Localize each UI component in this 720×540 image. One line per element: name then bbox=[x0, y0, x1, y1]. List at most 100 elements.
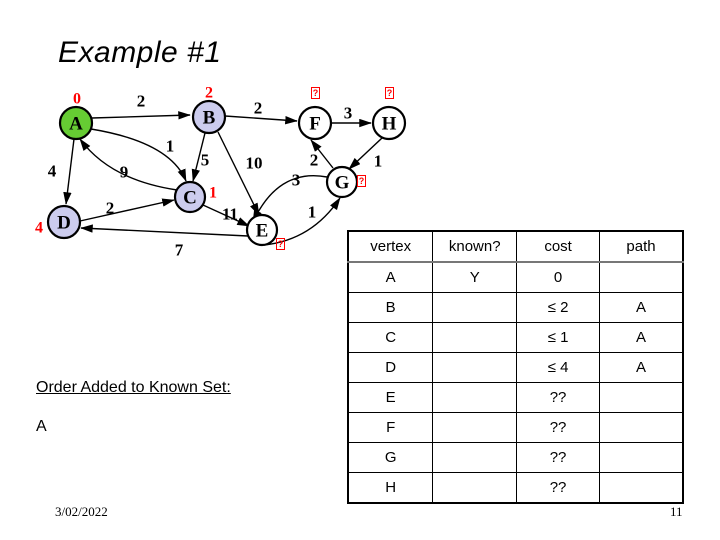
cell-vertex: C bbox=[347, 322, 434, 353]
footer-date: 3/02/2022 bbox=[55, 504, 108, 519]
edge-weight-D-C: 2 bbox=[106, 199, 115, 218]
cell-cost[interactable]: ≤ 1 bbox=[516, 322, 601, 353]
edge-C-E bbox=[202, 204, 250, 227]
table-row: C ≤ 1 A bbox=[347, 322, 684, 353]
node-E-label: E bbox=[256, 221, 269, 242]
dijkstra-table: vertex known? cost path A Y 0 B ≤ 2 A bbox=[347, 230, 684, 504]
edge-weight-E-G: 1 bbox=[308, 203, 317, 222]
edge-E-D bbox=[80, 224, 249, 237]
column-header-known: known? bbox=[432, 230, 518, 263]
column-header-cost: cost bbox=[516, 230, 601, 263]
edge-weight-C-E: 11 bbox=[222, 205, 238, 224]
node-E-cost-box: ? bbox=[276, 238, 285, 250]
node-A-label: A bbox=[69, 114, 83, 135]
cell-cost[interactable]: ?? bbox=[516, 442, 601, 473]
cell-known[interactable] bbox=[432, 412, 518, 443]
cell-cost[interactable]: ≤ 4 bbox=[516, 352, 601, 383]
cell-known[interactable]: Y bbox=[432, 261, 518, 293]
cell-path[interactable]: A bbox=[599, 292, 684, 323]
edge-weight-G-E: 3 bbox=[292, 171, 301, 190]
table-row: D ≤ 4 A bbox=[347, 352, 684, 383]
node-B-circle[interactable] bbox=[191, 99, 227, 135]
table-row: H ?? bbox=[347, 472, 684, 504]
edge-B-C bbox=[191, 132, 206, 182]
edge-D-C bbox=[79, 198, 175, 222]
cell-cost[interactable]: ?? bbox=[516, 412, 601, 443]
footer-page-number: 11 bbox=[670, 504, 683, 519]
edge-B-F bbox=[224, 115, 298, 125]
edge-weight-H-G: 1 bbox=[374, 152, 383, 171]
node-F-cost-box: ? bbox=[311, 87, 320, 99]
node-H-circle[interactable] bbox=[371, 105, 407, 141]
node-G-label: G bbox=[335, 173, 350, 194]
edge-A-B bbox=[91, 111, 191, 120]
table-row: B ≤ 2 A bbox=[347, 292, 684, 323]
edge-weight-B-E: 10 bbox=[246, 154, 263, 173]
cell-known[interactable] bbox=[432, 352, 518, 383]
edge-weight-B-F: 2 bbox=[254, 99, 263, 118]
cell-vertex: E bbox=[347, 382, 434, 413]
node-C-circle[interactable] bbox=[173, 180, 207, 214]
node-E-circle[interactable] bbox=[245, 213, 279, 247]
node-F-circle[interactable] bbox=[297, 105, 333, 141]
order-added-heading: Order Added to Known Set: bbox=[36, 379, 231, 396]
table-row: E ?? bbox=[347, 382, 684, 413]
column-header-vertex: vertex bbox=[347, 230, 434, 263]
cell-path[interactable]: A bbox=[599, 352, 684, 383]
cell-vertex: B bbox=[347, 292, 434, 323]
cell-known[interactable] bbox=[432, 292, 518, 323]
page-title: Example #1 bbox=[58, 36, 222, 69]
edge-weight-A-B: 2 bbox=[137, 92, 146, 111]
cell-known[interactable] bbox=[432, 472, 518, 504]
dijkstra-table-wrapper: vertex known? cost path A Y 0 B ≤ 2 A bbox=[347, 230, 684, 504]
cell-cost[interactable]: 0 bbox=[516, 261, 601, 293]
edge-G-E bbox=[252, 175, 328, 223]
cell-cost[interactable]: ?? bbox=[516, 382, 601, 413]
cell-vertex: G bbox=[347, 442, 434, 473]
cell-vertex: H bbox=[347, 472, 434, 504]
cell-vertex: F bbox=[347, 412, 434, 443]
edge-weight-A-C: 1 bbox=[166, 137, 175, 156]
node-D-label: D bbox=[57, 213, 71, 234]
node-G-cost-box: ? bbox=[357, 175, 366, 187]
cell-cost[interactable]: ?? bbox=[516, 472, 601, 504]
edge-C-A bbox=[79, 138, 178, 191]
edge-A-D bbox=[63, 138, 75, 205]
graph-edges bbox=[63, 111, 383, 246]
node-D-circle[interactable] bbox=[46, 204, 82, 240]
order-added-list: A bbox=[36, 418, 47, 435]
cell-path[interactable]: A bbox=[599, 322, 684, 353]
cell-cost[interactable]: ≤ 2 bbox=[516, 292, 601, 323]
edge-weight-F-H: 3 bbox=[344, 104, 353, 123]
node-A-cost: 0 bbox=[73, 91, 81, 108]
cell-vertex: A bbox=[347, 261, 434, 293]
column-header-path: path bbox=[599, 230, 684, 263]
edge-weight-B-C: 5 bbox=[201, 151, 210, 170]
edge-A-C bbox=[90, 128, 187, 182]
cell-vertex: D bbox=[347, 352, 434, 383]
cell-path[interactable] bbox=[599, 412, 684, 443]
node-C-cost: 1 bbox=[209, 185, 217, 202]
node-B-label: B bbox=[203, 108, 216, 129]
node-F-label: F bbox=[309, 114, 321, 135]
cell-known[interactable] bbox=[432, 442, 518, 473]
edge-B-E bbox=[217, 131, 260, 216]
table-row: A Y 0 bbox=[347, 261, 684, 293]
node-B-cost: 2 bbox=[205, 85, 213, 102]
edge-E-G bbox=[263, 197, 341, 246]
table-row: F ?? bbox=[347, 412, 684, 443]
cell-known[interactable] bbox=[432, 322, 518, 353]
edge-G-F bbox=[310, 139, 334, 169]
cell-path[interactable] bbox=[599, 382, 684, 413]
edge-weight-A-D: 4 bbox=[48, 162, 57, 181]
edge-weight-C-A: 9 bbox=[120, 163, 129, 182]
node-cost-annotations: 0 2 1 4 bbox=[35, 85, 217, 237]
cell-known[interactable] bbox=[432, 382, 518, 413]
node-A-circle[interactable] bbox=[58, 105, 94, 141]
cell-path[interactable] bbox=[599, 442, 684, 473]
table-row: G ?? bbox=[347, 442, 684, 473]
cell-path[interactable] bbox=[599, 261, 684, 293]
cell-path[interactable] bbox=[599, 472, 684, 504]
